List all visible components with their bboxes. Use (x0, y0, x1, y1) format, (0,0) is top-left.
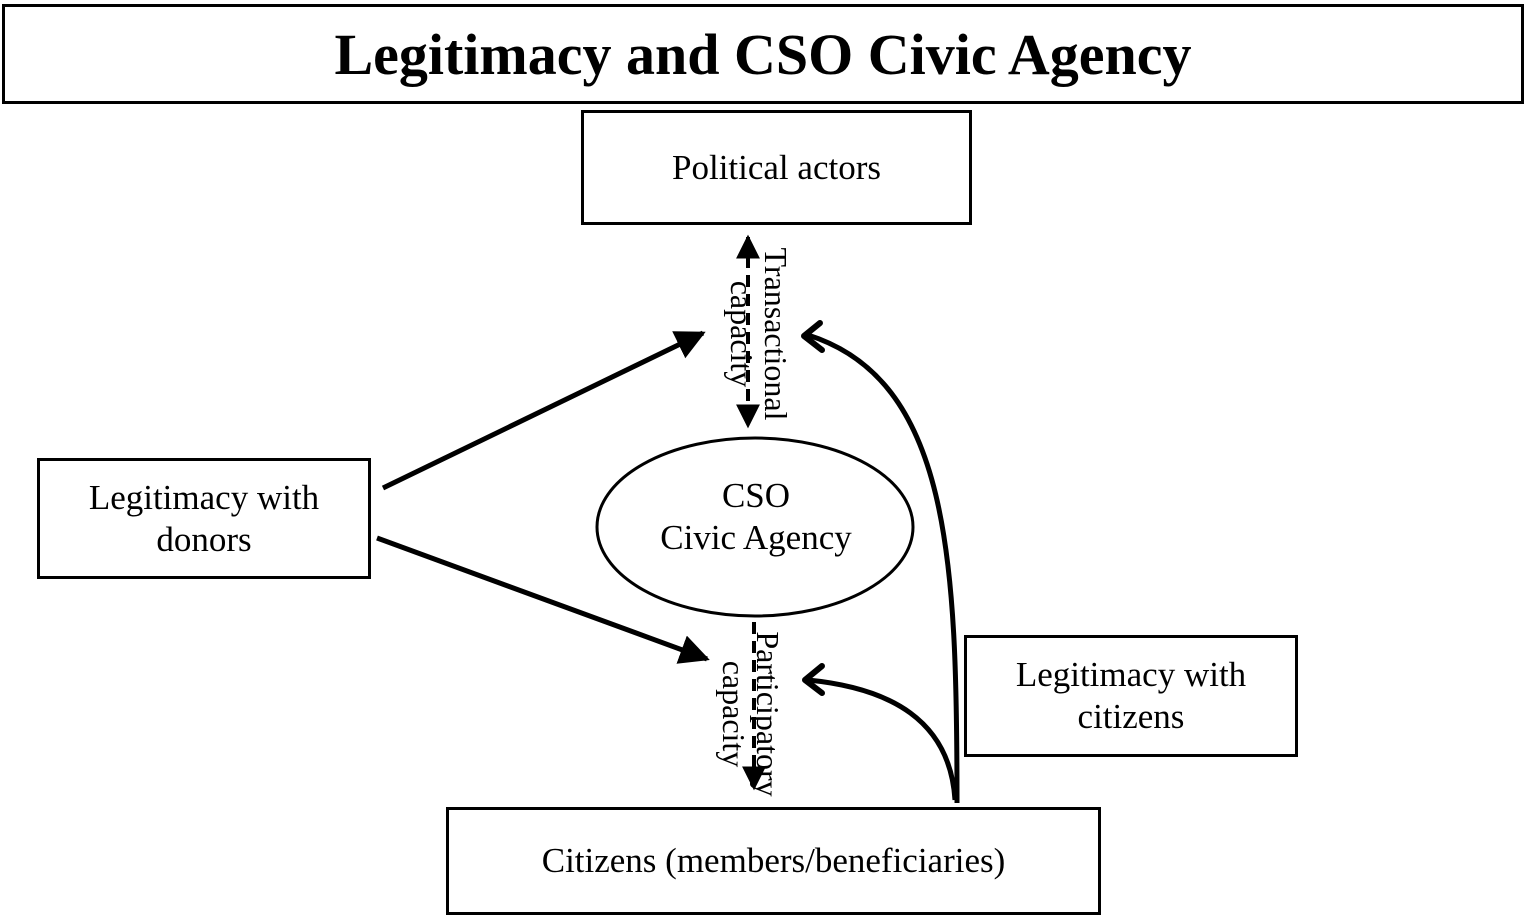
diagram-title-box: Legitimacy and CSO Civic Agency (2, 4, 1524, 104)
legitimacy-citizens-label: Legitimacy with citizens (1016, 654, 1246, 738)
transactional-line2: capacity (724, 280, 760, 388)
citizens-to-participatory-arrow (807, 677, 958, 801)
citizens-to-transactional-arrow (807, 332, 960, 804)
citizens-to-participatory-arrowhead (802, 663, 825, 696)
donors-to-transactional-arrow (381, 330, 706, 491)
diagram-title: Legitimacy and CSO Civic Agency (334, 21, 1192, 87)
transactional-capacity-label: Transactional capacity (724, 234, 794, 434)
political-actors-label: Political actors (672, 147, 881, 187)
cso-label-line1: CSO (721, 476, 791, 515)
transactional-line1: Transactional (758, 247, 794, 421)
cso-label-line2: Civic Agency (660, 518, 852, 557)
citizens-box: Citizens (members/beneficiaries) (446, 807, 1101, 915)
legitimacy-donors-label: Legitimacy with donors (89, 477, 319, 561)
legitimacy-citizens-line1: Legitimacy with (1015, 655, 1247, 694)
legitimacy-citizens-box: Legitimacy with citizens (964, 635, 1298, 757)
political-actors-box: Political actors (581, 110, 972, 225)
participatory-capacity-label: Participatory capacity (716, 614, 786, 814)
legitimacy-donors-line1: Legitimacy with (88, 477, 320, 517)
citizens-label: Citizens (members/beneficiaries) (541, 841, 1006, 880)
donors-to-participatory-arrow (376, 535, 710, 664)
participatory-line2: capacity (716, 660, 752, 768)
cso-ellipse (595, 436, 915, 618)
legitimacy-citizens-line2: citizens (1077, 697, 1185, 736)
citizens-to-transactional-arrowhead (801, 320, 825, 353)
legitimacy-donors-line2: donors (156, 519, 252, 559)
participatory-line1: Participatory (750, 631, 786, 797)
legitimacy-donors-box: Legitimacy with donors (37, 458, 371, 579)
